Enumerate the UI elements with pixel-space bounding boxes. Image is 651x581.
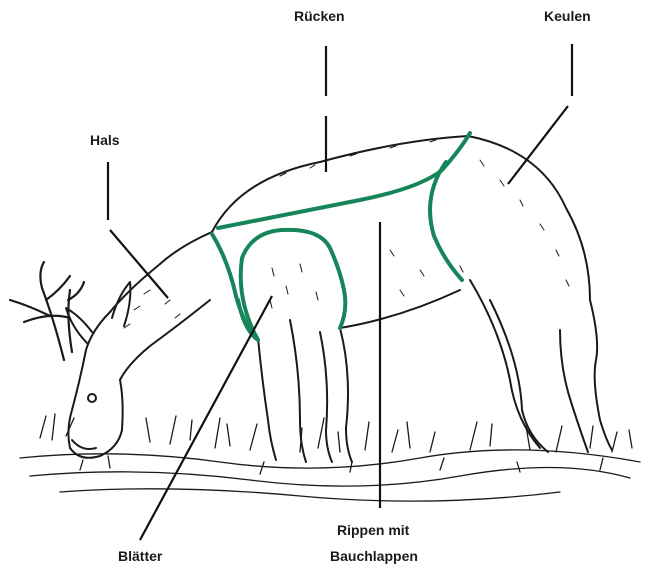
label-ruecken: Rücken (294, 8, 345, 24)
deer-body (66, 136, 612, 462)
label-hals: Hals (90, 132, 120, 148)
label-rippen-line2: Bauchlappen (330, 548, 418, 564)
label-rippen-line1: Rippen mit (337, 522, 409, 538)
leader-lines (108, 44, 572, 540)
cut-line-back (218, 133, 470, 228)
leader-keulen-2 (508, 106, 568, 184)
cut-lines (212, 133, 470, 340)
cut-line-haunch (430, 162, 462, 280)
antlers (10, 262, 84, 360)
label-keulen: Keulen (544, 8, 591, 24)
leader-blaetter (140, 296, 272, 540)
label-blaetter: Blätter (118, 548, 162, 564)
